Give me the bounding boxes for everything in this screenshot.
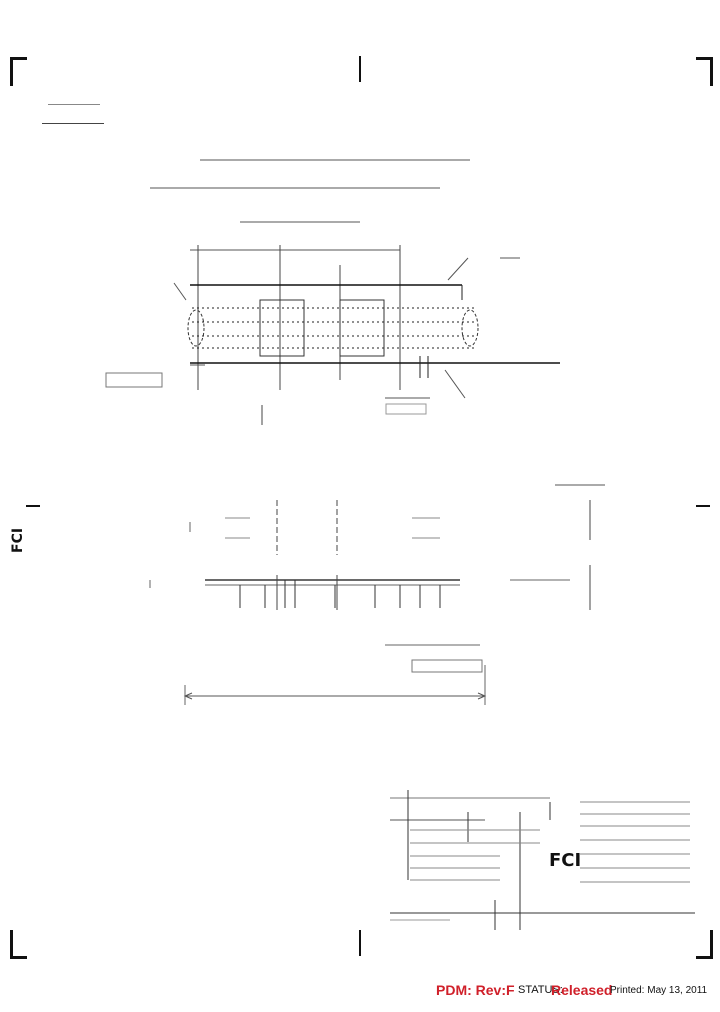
zone-tick-right-1: [696, 505, 710, 507]
fci-logo-vertical-text: FCI: [10, 527, 26, 553]
pdm-revision: PDM: Rev:F: [436, 982, 515, 998]
fci-logo-vertical: FCI: [10, 528, 26, 553]
frame-corner-bottom-left: [10, 930, 27, 959]
status-value: Released: [551, 982, 613, 998]
printed-date: Printed: May 13, 2011: [610, 985, 708, 996]
revision-note-underline: [42, 123, 104, 124]
fci-logo-title-block-text: FCI: [549, 850, 582, 871]
zone-tick-left-1: [26, 505, 40, 507]
connector-top-view: [105, 159, 560, 425]
zone-tick-bottom-1: [359, 930, 361, 956]
revision-note-rule: [48, 104, 100, 105]
frame-corner-top-left: [10, 57, 27, 86]
fci-logo-title-block: FCI: [549, 850, 581, 871]
status-label: STATUS:: [518, 984, 563, 996]
status-footer: PDM: Rev:F STATUS: Released Printed: May…: [436, 982, 716, 1002]
zone-tick-top-1: [359, 56, 361, 82]
frame-corner-top-right: [696, 57, 713, 86]
connector-side-view: [149, 484, 605, 705]
frame-corner-bottom-right: [696, 930, 713, 959]
title-block: [390, 790, 695, 930]
